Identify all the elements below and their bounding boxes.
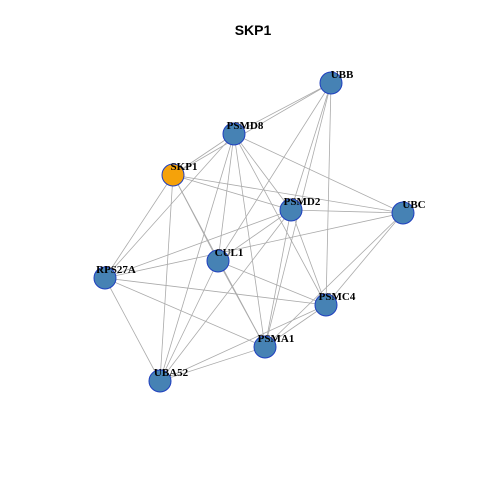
edge-rps27a-psma1 bbox=[104, 277, 266, 348]
edge-skp1-ubc bbox=[172, 174, 404, 214]
edge-psmd2-ubc bbox=[290, 209, 404, 214]
edge-rps27a-uba52 bbox=[104, 277, 161, 382]
edge-ubb-skp1 bbox=[172, 82, 332, 176]
node-label: PSMD8 bbox=[227, 120, 264, 132]
node-circle[interactable] bbox=[206, 249, 230, 273]
node-skp1[interactable]: SKP1 bbox=[161, 161, 198, 187]
edge-psmd2-rps27a bbox=[104, 209, 292, 279]
edge-rps27a-psmc4 bbox=[104, 277, 327, 306]
node-psma1[interactable]: PSMA1 bbox=[253, 333, 295, 359]
node-circle[interactable] bbox=[253, 335, 277, 359]
node-circle[interactable] bbox=[279, 198, 303, 222]
node-uba52[interactable]: UBA52 bbox=[148, 367, 189, 393]
edge-cul1-psma1 bbox=[217, 260, 266, 348]
node-rps27a[interactable]: RPS27A bbox=[93, 264, 136, 290]
node-label: UBC bbox=[402, 199, 425, 211]
edge-cul1-uba52 bbox=[159, 260, 219, 382]
edge-psmc4-uba52 bbox=[159, 304, 327, 382]
edge-skp1-psmd2 bbox=[172, 174, 292, 211]
node-ubc[interactable]: UBC bbox=[391, 199, 426, 225]
node-cul1[interactable]: CUL1 bbox=[206, 247, 244, 273]
edge-skp1-rps27a bbox=[104, 174, 174, 279]
node-circle[interactable] bbox=[391, 201, 415, 225]
edge-skp1-uba52 bbox=[159, 174, 174, 382]
edge-psmd2-psmc4 bbox=[290, 209, 327, 306]
node-label: PSMA1 bbox=[258, 333, 295, 345]
edge-ubb-psmd8 bbox=[233, 82, 332, 135]
node-circle[interactable] bbox=[148, 369, 172, 393]
node-label: PSMC4 bbox=[319, 291, 356, 303]
edge-psmd8-rps27a bbox=[104, 133, 235, 279]
edge-skp1-cul1 bbox=[172, 174, 219, 262]
node-circle[interactable] bbox=[93, 266, 117, 290]
edge-ubc-rps27a bbox=[104, 212, 404, 279]
diagram-title: SKP1 bbox=[235, 22, 272, 38]
edge-psmd8-psmc4 bbox=[233, 133, 327, 306]
edge-psmd2-cul1 bbox=[217, 209, 292, 262]
edge-psmd8-psma1 bbox=[233, 133, 266, 348]
node-psmd2[interactable]: PSMD2 bbox=[279, 196, 321, 222]
node-label: PSMD2 bbox=[284, 196, 321, 208]
edge-cul1-psmc4 bbox=[217, 260, 327, 306]
node-circle[interactable] bbox=[222, 122, 246, 146]
node-circle[interactable] bbox=[161, 163, 185, 187]
node-label: RPS27A bbox=[96, 264, 136, 276]
node-circle[interactable] bbox=[314, 293, 338, 317]
node-label: CUL1 bbox=[215, 247, 244, 259]
edge-psmd8-uba52 bbox=[159, 133, 235, 382]
node-label: SKP1 bbox=[171, 161, 198, 173]
node-psmc4[interactable]: PSMC4 bbox=[314, 291, 356, 317]
edge-ubc-psma1 bbox=[264, 212, 404, 348]
node-psmd8[interactable]: PSMD8 bbox=[222, 120, 264, 146]
edge-ubb-psmd2 bbox=[290, 82, 332, 211]
edge-psmd8-psmd2 bbox=[233, 133, 292, 211]
edge-psmd8-ubc bbox=[233, 133, 404, 214]
edge-psmd2-uba52 bbox=[159, 209, 292, 382]
edge-ubc-psmc4 bbox=[325, 212, 404, 306]
node-label: UBB bbox=[331, 69, 354, 81]
edge-psmd8-skp1 bbox=[172, 133, 235, 176]
edge-psmd2-psma1 bbox=[264, 209, 292, 348]
node-label: UBA52 bbox=[154, 367, 189, 379]
node-ubb[interactable]: UBB bbox=[319, 69, 354, 95]
edge-ubb-cul1 bbox=[217, 82, 332, 262]
edge-psmd8-cul1 bbox=[217, 133, 235, 262]
edge-psma1-uba52 bbox=[159, 346, 266, 382]
edge-psmc4-psma1 bbox=[264, 304, 327, 348]
edge-ubb-psmc4 bbox=[325, 82, 332, 306]
node-circle[interactable] bbox=[319, 71, 343, 95]
